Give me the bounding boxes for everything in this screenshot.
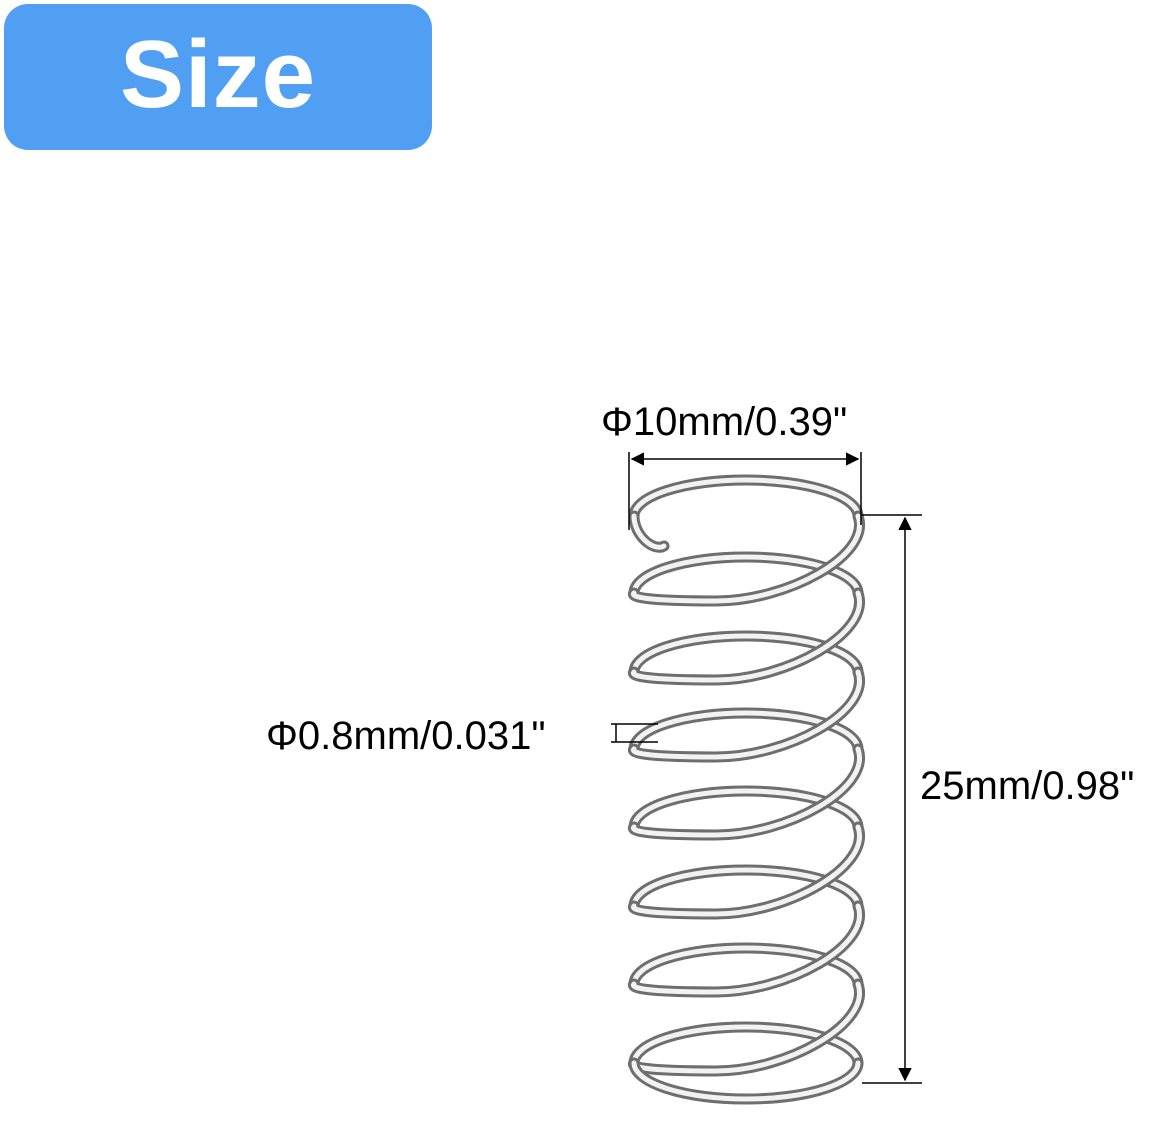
spring-coil-back-highlight bbox=[631, 1024, 861, 1066]
spring-coil-front-highlight bbox=[630, 824, 862, 917]
spring-coil-back-highlight bbox=[631, 867, 861, 909]
spring-coil-front-highlight bbox=[630, 590, 862, 683]
spring-coil-back-highlight bbox=[631, 477, 861, 519]
wire-diameter-label: Φ0.8mm/0.031" bbox=[266, 714, 546, 758]
outer-diameter-dimension bbox=[628, 452, 862, 530]
spring-wire-end-highlight bbox=[631, 513, 667, 550]
size-badge: Size bbox=[4, 4, 432, 150]
compression-spring bbox=[627, 474, 865, 1105]
spring-coil-back bbox=[628, 474, 864, 522]
spring-coil-back-highlight bbox=[631, 945, 861, 987]
spring-coil-back-highlight bbox=[631, 633, 861, 675]
spring-coil-front-highlight bbox=[630, 669, 862, 760]
wire-diameter-dimension bbox=[611, 723, 658, 743]
outer-diameter-label: Φ10mm/0.39" bbox=[601, 400, 848, 444]
free-length-dimension bbox=[862, 514, 922, 1084]
spring-coil-front-highlight bbox=[630, 513, 862, 604]
spring-coil-back-highlight bbox=[631, 788, 861, 830]
spring-coil-front-highlight bbox=[630, 903, 862, 995]
spring-coil-bottom-highlight bbox=[631, 1060, 861, 1102]
spring-coil-back-highlight bbox=[631, 710, 861, 752]
spring-coil-back-highlight bbox=[631, 554, 861, 596]
size-badge-label: Size bbox=[119, 21, 317, 128]
free-length-label: 25mm/0.98" bbox=[920, 764, 1135, 808]
spring-coil-front-highlight bbox=[630, 746, 862, 838]
